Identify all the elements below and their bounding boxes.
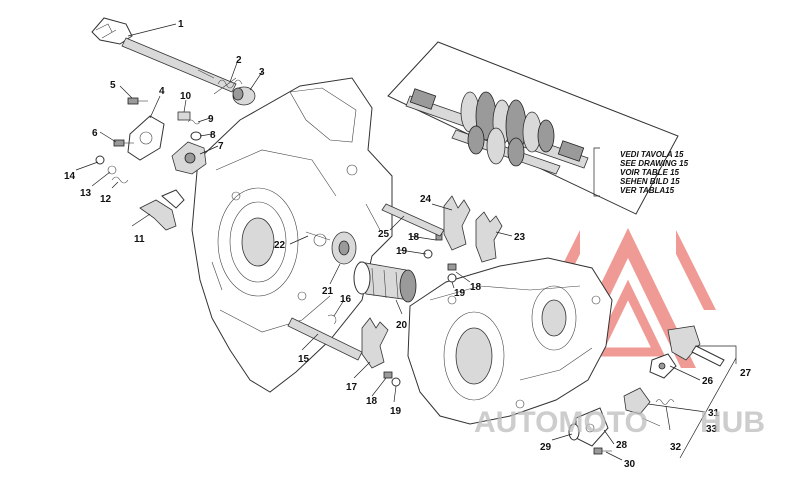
part-14-washer bbox=[95, 155, 105, 165]
part-19-washer-lower bbox=[391, 377, 401, 387]
inset-note-en: SEE DRAWING 15 bbox=[620, 159, 689, 168]
callout-21: 21 bbox=[322, 286, 334, 297]
callout-13: 13 bbox=[80, 188, 92, 199]
callout-19-mid: 19 bbox=[454, 288, 466, 299]
part-1-gear-shift-shaft bbox=[91, 17, 237, 93]
callout-4: 4 bbox=[159, 86, 165, 97]
inset-note-it: VEDI TAVOLA 15 bbox=[620, 150, 684, 159]
part-24-shift-fork bbox=[443, 195, 471, 251]
part-3-bushing bbox=[232, 86, 256, 106]
callout-18-lower: 18 bbox=[366, 396, 378, 407]
callout-18-mid: 18 bbox=[470, 282, 482, 293]
callout-27: 27 bbox=[740, 368, 752, 379]
callout-8: 8 bbox=[210, 130, 216, 141]
inset-note-fr: VOIR TABLE 15 bbox=[620, 168, 680, 177]
part-11-lever bbox=[139, 189, 185, 231]
part-21-star-wheel bbox=[331, 231, 357, 265]
callout-5: 5 bbox=[110, 80, 116, 91]
callout-16: 16 bbox=[340, 294, 352, 305]
callout-19-lower: 19 bbox=[390, 406, 402, 417]
inset-gearbox-shafts: VEDI TAVOLA 15 SEE DRAWING 15 VOIR TABLE… bbox=[387, 41, 689, 215]
watermark-brand: AUTOMOTO HUB bbox=[474, 406, 765, 439]
callout-31: 31 bbox=[708, 408, 720, 419]
watermark-text-automoto: AUTOMOTO bbox=[474, 406, 648, 439]
inset-note-es: VER TABLA15 bbox=[620, 186, 675, 195]
right-crankcase-half bbox=[407, 257, 613, 425]
callout-25: 25 bbox=[378, 229, 390, 240]
callout-7: 7 bbox=[218, 141, 224, 152]
part-15-fork-shaft bbox=[287, 317, 363, 361]
part-32-pin bbox=[641, 417, 661, 427]
part-31-bracket bbox=[623, 387, 651, 415]
callout-2: 2 bbox=[236, 55, 242, 66]
part-2-spring bbox=[213, 77, 243, 95]
part-17-shift-fork bbox=[361, 317, 389, 369]
callout-32: 32 bbox=[670, 442, 682, 453]
part-12-spring bbox=[111, 176, 129, 184]
callout-9: 9 bbox=[208, 114, 214, 125]
callout-3: 3 bbox=[259, 67, 265, 78]
callout-10: 10 bbox=[180, 91, 192, 102]
watermark-text-hub: HUB bbox=[700, 406, 765, 439]
part-27-lever bbox=[667, 325, 725, 367]
callout-6: 6 bbox=[92, 128, 98, 139]
part-7-selector-lever bbox=[171, 141, 207, 175]
callout-30: 30 bbox=[624, 459, 636, 470]
callout-28: 28 bbox=[616, 440, 628, 451]
part-19-washer-mid bbox=[447, 273, 457, 283]
callout-19-upper: 19 bbox=[396, 246, 408, 257]
inset-note-de: SEHEN BILD 15 bbox=[620, 177, 680, 186]
part-33-spring bbox=[655, 399, 675, 405]
callout-18-upper: 18 bbox=[408, 232, 420, 243]
part-25-fork-shaft bbox=[381, 203, 445, 237]
leader-lines bbox=[75, 23, 707, 461]
part-10-roller bbox=[177, 111, 191, 121]
part-30-bolt bbox=[593, 447, 612, 455]
part-20-selector-drum bbox=[353, 261, 417, 303]
part-16-clip bbox=[327, 314, 337, 325]
callout-23: 23 bbox=[514, 232, 526, 243]
part-18-pin-mid bbox=[447, 263, 457, 271]
callout-14: 14 bbox=[64, 171, 76, 182]
callout-33: 33 bbox=[706, 424, 718, 435]
part-29-washer bbox=[568, 423, 580, 441]
part-18-pin-lower bbox=[383, 371, 393, 379]
callout-20: 20 bbox=[396, 320, 408, 331]
part-13-circlip bbox=[107, 165, 117, 175]
part-5-bolt bbox=[127, 97, 148, 105]
callout-numbers: 1 2 3 4 5 6 7 8 9 10 11 12 13 14 15 16 1… bbox=[64, 19, 752, 470]
callout-24: 24 bbox=[420, 194, 432, 205]
part-22-pin bbox=[305, 231, 331, 241]
part-6-bolt bbox=[113, 139, 134, 147]
callout-26: 26 bbox=[702, 376, 714, 387]
callout-12: 12 bbox=[100, 194, 112, 205]
callout-15: 15 bbox=[298, 354, 310, 365]
callout-17: 17 bbox=[346, 382, 358, 393]
part-26-lever-arm bbox=[649, 353, 677, 379]
inset-reference-note: VEDI TAVOLA 15 SEE DRAWING 15 VOIR TABLE… bbox=[620, 150, 689, 195]
callout-22: 22 bbox=[274, 240, 286, 251]
callout-29: 29 bbox=[540, 442, 552, 453]
callout-11: 11 bbox=[134, 234, 145, 245]
callout-1: 1 bbox=[178, 19, 184, 30]
part-8-washer bbox=[190, 131, 202, 141]
part-4-plate bbox=[127, 115, 165, 161]
left-crankcase-half bbox=[191, 77, 393, 393]
part-23-shift-fork bbox=[475, 211, 503, 263]
